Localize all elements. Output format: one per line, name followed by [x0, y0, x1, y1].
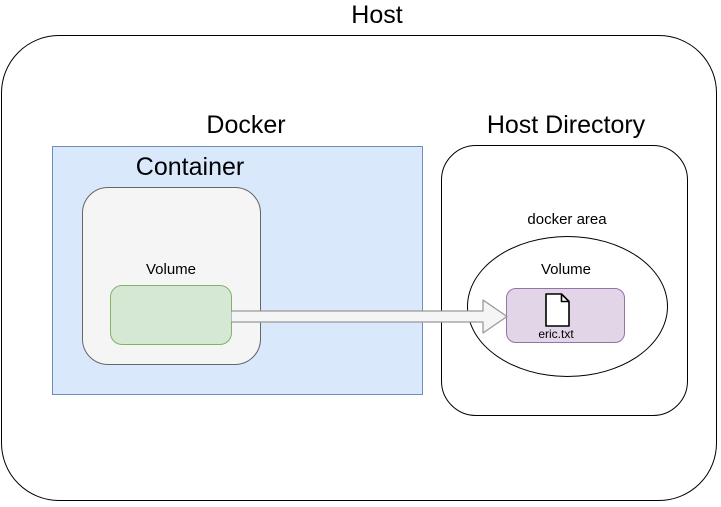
host-directory-label: Host Directory — [486, 111, 646, 139]
container-label: Container — [135, 153, 245, 181]
docker-label: Docker — [206, 111, 286, 139]
host-title: Host — [351, 1, 403, 29]
container-volume-label: Volume — [145, 261, 197, 278]
document-icon — [545, 293, 570, 327]
docker-area-label: docker area — [527, 211, 607, 228]
host-volume-label: Volume — [540, 261, 592, 278]
volume-mapping-arrow — [231, 299, 508, 334]
file-name-label: eric.txt — [538, 327, 574, 341]
container-volume-box — [110, 285, 232, 345]
